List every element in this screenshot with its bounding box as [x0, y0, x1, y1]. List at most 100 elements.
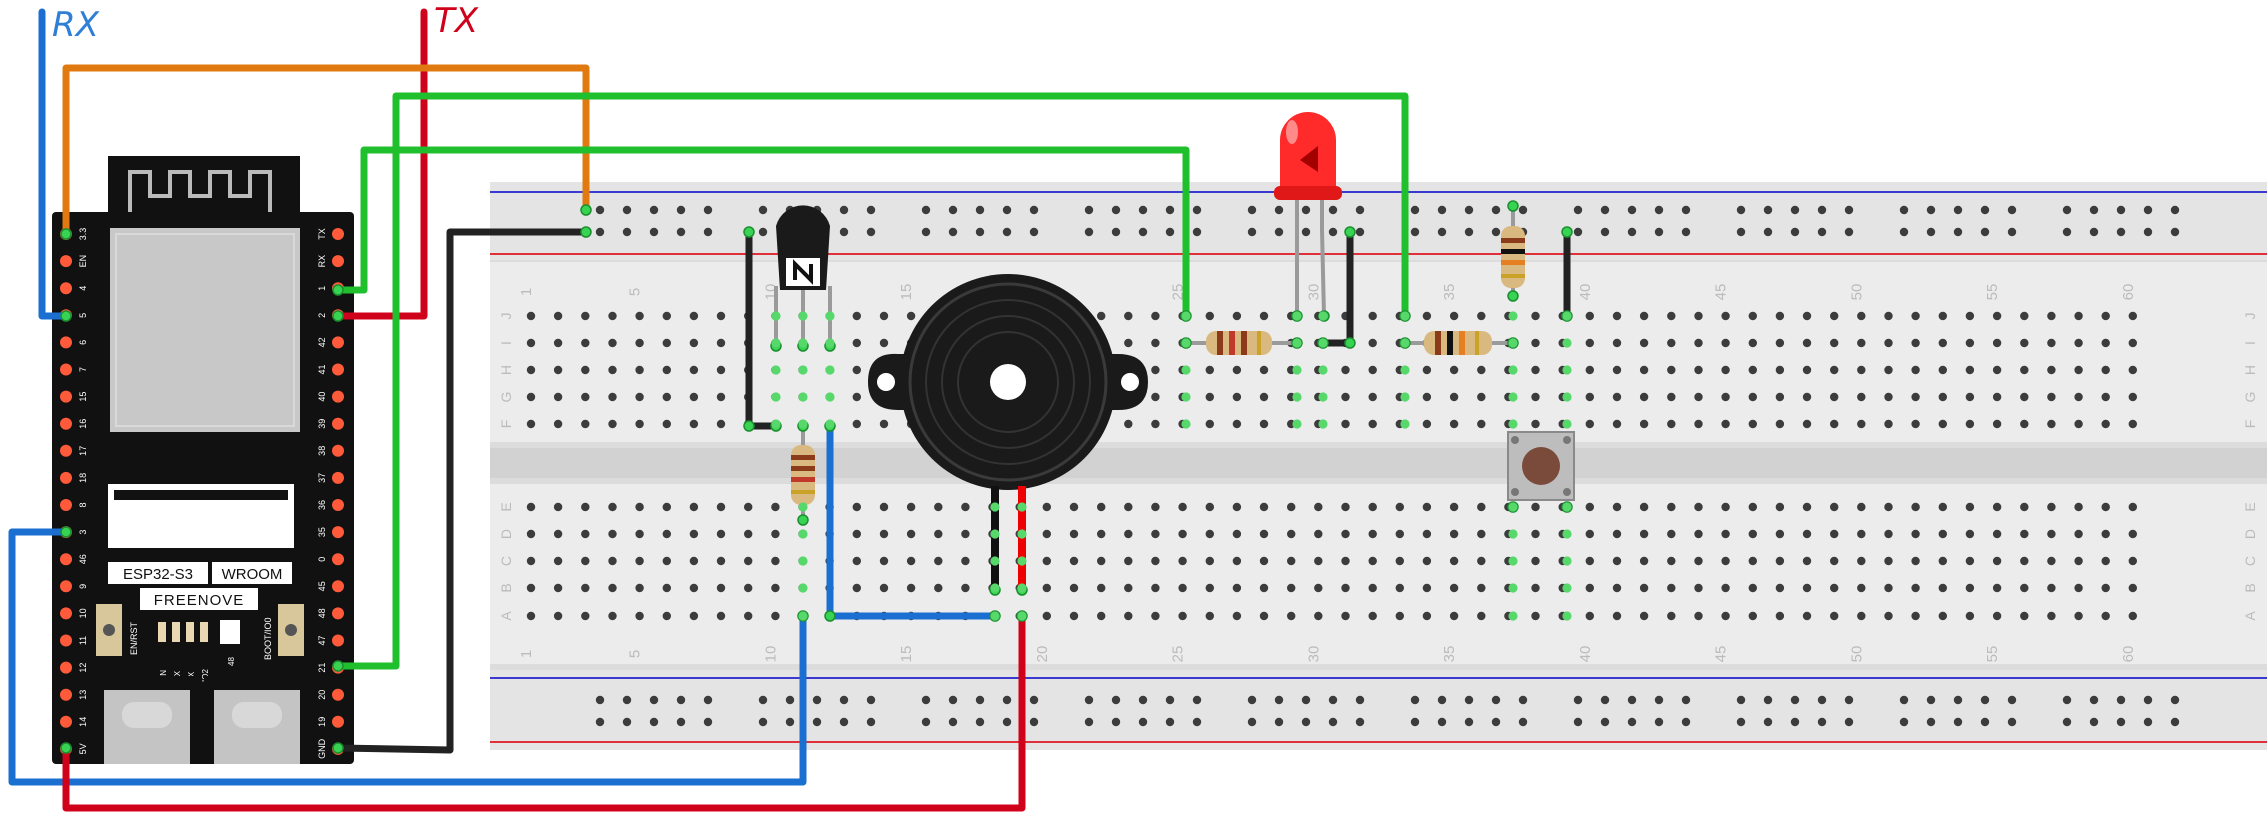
right-pin-label: 19: [317, 717, 327, 727]
left-pin-label: 5: [78, 313, 88, 318]
left-pin-label: 13: [78, 690, 88, 700]
breadboard-hole: [2128, 583, 2137, 593]
rail-hole: [2116, 717, 2126, 727]
rail-hole: [1844, 695, 1854, 705]
breadboard-hole: [2128, 365, 2137, 375]
right-pin: [332, 336, 344, 349]
breadboard-hole: [1639, 556, 1649, 566]
breadboard-hole: [1341, 365, 1350, 375]
breadboard-hole: [1069, 611, 1079, 621]
rail-hole: [975, 205, 985, 215]
breadboard-hole: [1965, 392, 1975, 402]
breadboard-hole: [2047, 556, 2056, 566]
breadboard-hole: [553, 311, 563, 321]
rail-hole: [1926, 717, 1936, 727]
active-hole: [798, 502, 808, 512]
breadboard-hole: [1748, 529, 1758, 539]
rail-hole: [1301, 205, 1311, 215]
breadboard-hole: [689, 392, 699, 402]
led-on: [158, 622, 166, 642]
rail-hole: [595, 205, 605, 215]
rail-hole: [595, 227, 605, 237]
column-number-bottom: 55: [1984, 646, 2001, 663]
rail-hole: [921, 695, 931, 705]
breadboard-hole: [1124, 311, 1133, 321]
rail-hole: [1274, 717, 1284, 727]
breadboard-hole: [1884, 502, 1893, 512]
breadboard-hole: [635, 583, 644, 593]
breadboard-hole: [1178, 502, 1187, 512]
breadboard-hole: [1449, 529, 1459, 539]
breadboard-hole: [852, 529, 861, 539]
breadboard-hole: [879, 419, 889, 429]
push-button-pin-tl: [1511, 436, 1519, 444]
breadboard-hole: [1205, 502, 1215, 512]
breadboard-hole: [1124, 338, 1133, 348]
active-hole: [1562, 365, 1572, 375]
active-hole: [1292, 392, 1302, 402]
breadboard-hole: [2047, 583, 2056, 593]
breadboard-hole: [689, 529, 699, 539]
right-pin: [332, 471, 344, 484]
rail-hole: [1301, 717, 1311, 727]
breadboard-hole: [553, 365, 563, 375]
rail-hole: [1192, 717, 1202, 727]
breadboard-hole: [1287, 502, 1296, 512]
rail-hole: [1518, 695, 1528, 705]
breadboard-hole: [1857, 419, 1866, 429]
active-hole: [798, 419, 808, 429]
active-hole: [1181, 419, 1191, 429]
push-button[interactable]: [1507, 431, 1575, 501]
breadboard-hole: [1314, 611, 1323, 621]
breadboard-hole: [1857, 556, 1866, 566]
right-pin-label: 41: [317, 364, 327, 374]
breadboard-hole: [1938, 311, 1948, 321]
left-pin: [60, 336, 72, 349]
breadboard-hole: [1259, 311, 1269, 321]
breadboard-hole: [2128, 311, 2137, 321]
breadboard-hole: [1232, 502, 1242, 512]
breadboard-hole: [1938, 502, 1948, 512]
breadboard-hole: [662, 611, 671, 621]
breadboard-hole: [1422, 583, 1432, 593]
breadboard-hole: [716, 611, 726, 621]
breadboard-hole: [662, 583, 671, 593]
resistor-led-band4: [1257, 331, 1261, 355]
breadboard-hole: [1857, 365, 1866, 375]
rail-hole: [1763, 695, 1773, 705]
rail-hole: [1844, 205, 1854, 215]
breadboard-hole: [1368, 502, 1377, 512]
red-led: [1274, 112, 1342, 317]
breadboard-hole: [1124, 419, 1133, 429]
breadboard-hole: [716, 583, 726, 593]
rail-hole: [1600, 717, 1610, 727]
connection-point: [1344, 337, 1356, 349]
connection-point: [332, 742, 344, 754]
breadboard-hole: [852, 392, 861, 402]
left-pin: [60, 661, 72, 674]
rail-hole: [1573, 227, 1583, 237]
column-number-top: 55: [1984, 284, 2001, 301]
breadboard-hole: [934, 502, 943, 512]
breadboard-hole: [1639, 365, 1649, 375]
breadboard-hole: [1477, 611, 1486, 621]
rail-hole: [1953, 227, 1963, 237]
breadboard-hole: [1748, 311, 1758, 321]
breadboard-hole: [1477, 365, 1486, 375]
breadboard-hole: [1151, 529, 1160, 539]
breadboard-hole: [1911, 583, 1920, 593]
rail-hole: [2143, 695, 2153, 705]
rail-hole: [1491, 227, 1501, 237]
active-hole: [1318, 311, 1328, 321]
wire-rx-blue: [38, 8, 70, 320]
left-pin: [60, 255, 72, 268]
active-hole: [1508, 583, 1518, 593]
active-hole: [1508, 529, 1518, 539]
breadboard-hole: [2074, 529, 2083, 539]
breadboard-hole: [1639, 338, 1649, 348]
breadboard-hole: [1205, 419, 1215, 429]
rail-hole: [1084, 695, 1094, 705]
rail-hole: [1464, 717, 1474, 727]
rail-hole: [1980, 717, 1990, 727]
breadboard-hole: [2128, 529, 2137, 539]
